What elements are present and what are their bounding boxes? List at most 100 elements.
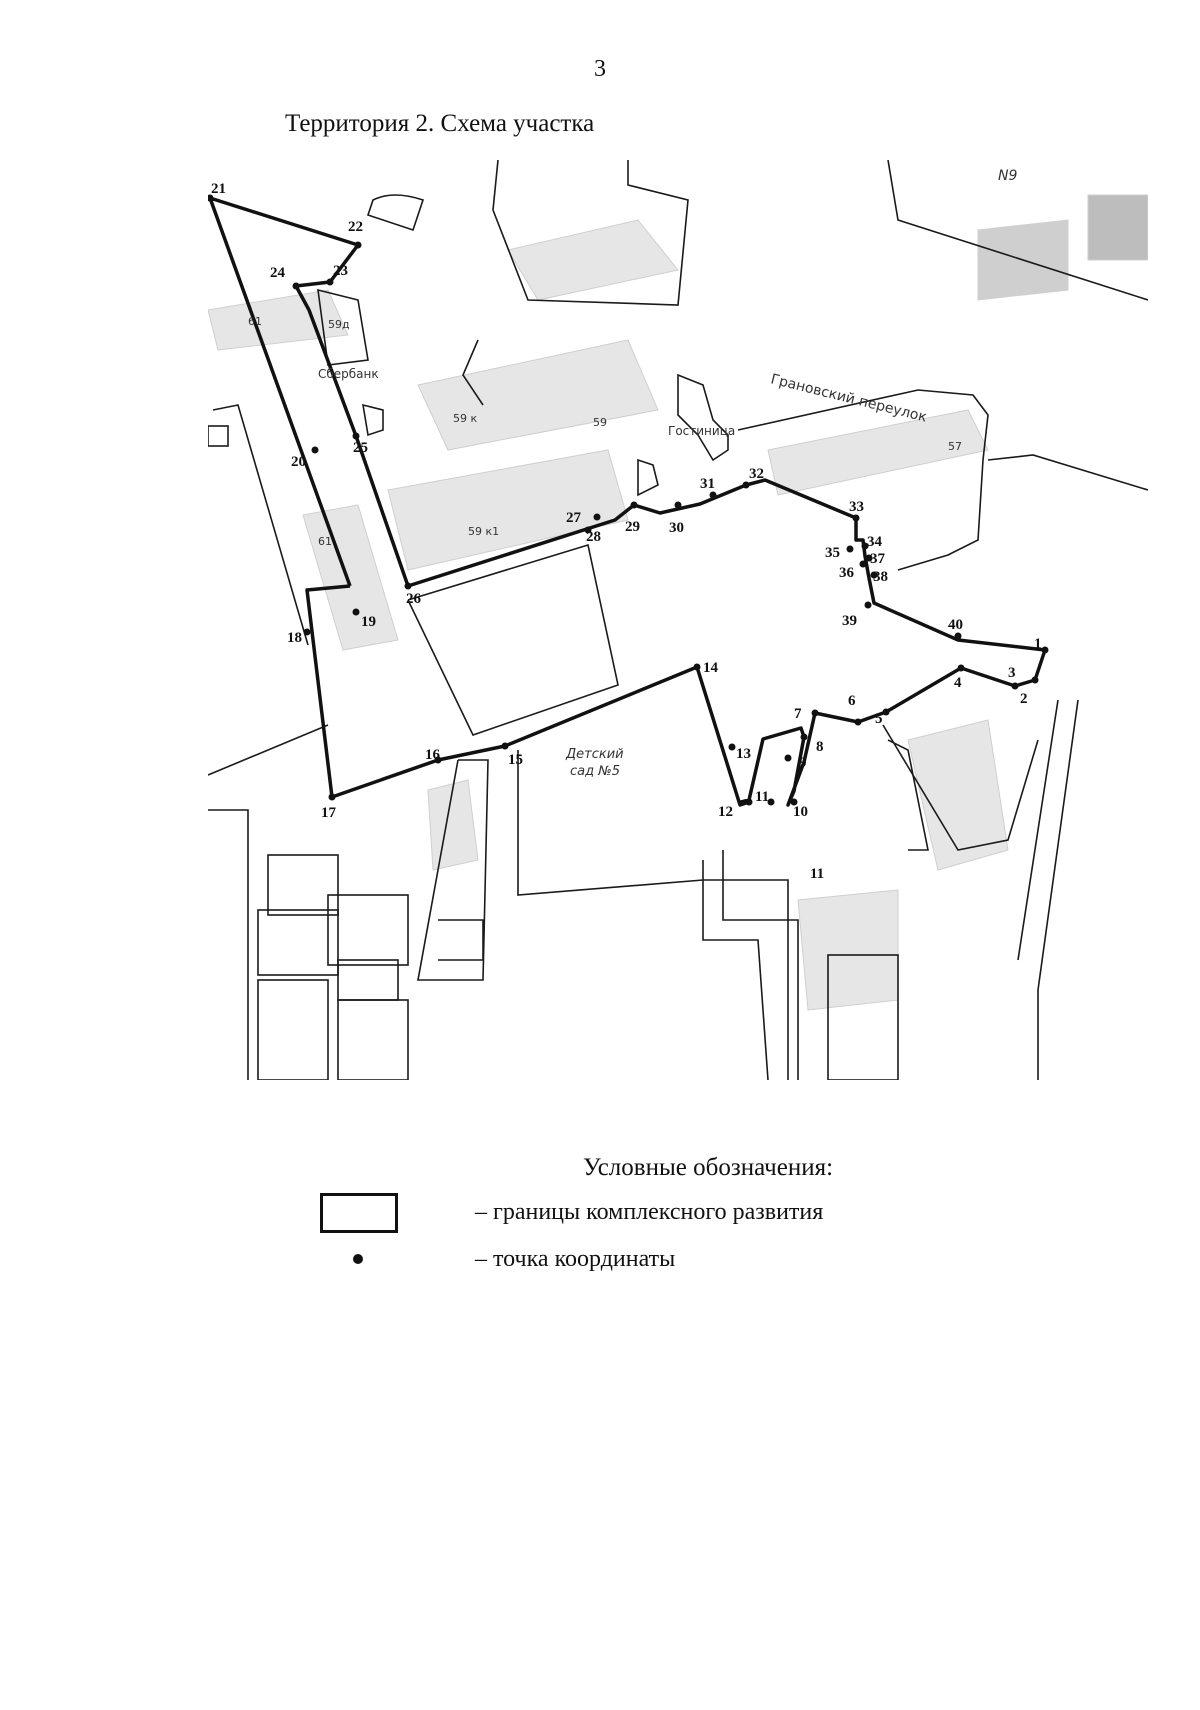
hotel-outline — [677, 373, 729, 462]
point-34 — [861, 542, 869, 550]
point-label-11: 11 — [755, 789, 769, 805]
point-label-24: 24 — [270, 265, 286, 281]
point-9 — [784, 754, 792, 762]
road-edge — [462, 339, 484, 406]
parcel-outline — [407, 543, 619, 736]
building — [417, 339, 659, 451]
building-outline — [887, 160, 1148, 301]
point-label-5: 5 — [875, 711, 883, 727]
site-map: 1 2 3 4 5 6 7 8 9 10 11 12 13 14 15 16 1… — [208, 160, 1148, 1080]
map-outlines — [208, 160, 1148, 1080]
point-32 — [742, 481, 750, 489]
building-outline — [257, 979, 329, 1080]
point-23 — [326, 278, 334, 286]
coordinate-points — [208, 194, 1049, 806]
legend-point-row: – точка координаты — [320, 1240, 970, 1284]
point-label-17: 17 — [321, 805, 337, 821]
parcel-outline — [517, 750, 704, 896]
point-label-28: 28 — [586, 529, 601, 545]
point-label-29: 29 — [625, 519, 640, 535]
point-2 — [1011, 682, 1019, 690]
point-label-33: 33 — [849, 499, 864, 515]
point-20 — [311, 446, 319, 454]
point-label-13: 13 — [736, 746, 751, 762]
point-label-38: 38 — [873, 569, 888, 585]
point-13 — [728, 743, 736, 751]
road-edge — [1037, 699, 1079, 1080]
point-24 — [292, 282, 300, 290]
point-29 — [630, 501, 638, 509]
building — [208, 289, 349, 351]
building-outline — [827, 954, 899, 1080]
legend-title: Условные обозначения: — [583, 1154, 834, 1181]
parcel-outline — [722, 850, 799, 1080]
point-26 — [404, 582, 412, 590]
point-label-40: 40 — [948, 617, 963, 633]
building-59k1-label: 59 к1 — [468, 525, 499, 538]
building-59k-label: 59 к — [453, 412, 477, 425]
point-label-15: 15 — [508, 752, 523, 768]
point-14 — [693, 663, 701, 671]
point-label-20: 20 — [291, 454, 306, 470]
building-outline — [267, 854, 339, 916]
boundary-line — [208, 196, 1047, 807]
point-4 — [957, 664, 965, 672]
point-labels: 1 2 3 4 5 6 7 8 9 10 11 12 13 14 15 16 1… — [211, 181, 1042, 821]
legend-boundary-symbol — [320, 1193, 398, 1233]
kindergarten-label-2: сад №5 — [570, 764, 620, 779]
point-label-25: 25 — [353, 440, 368, 456]
building-outline — [257, 909, 339, 976]
point-19 — [352, 608, 360, 616]
building — [797, 889, 899, 1011]
parcel-outline — [212, 404, 309, 646]
point-label-14: 14 — [703, 660, 719, 676]
point-label-16: 16 — [425, 747, 441, 763]
parcel-outline — [702, 880, 769, 1080]
building — [302, 504, 399, 651]
point-12 — [745, 798, 753, 806]
legend-boundary-row: – границы комплексного развития — [320, 1193, 970, 1237]
legend-point-symbol — [353, 1254, 363, 1264]
legend-point-text: – точка координаты — [475, 1246, 676, 1272]
building-outline — [337, 959, 399, 1001]
building — [387, 449, 629, 571]
point-1 — [1041, 646, 1049, 654]
territory-boundary — [208, 196, 1047, 807]
road-edge — [1017, 699, 1059, 961]
building — [427, 779, 479, 871]
building-57-label: 57 — [948, 440, 962, 453]
building-outline — [327, 894, 409, 966]
road-edge — [208, 724, 329, 776]
point-3 — [1031, 676, 1039, 684]
point-18 — [303, 628, 311, 636]
building-outline — [438, 919, 484, 961]
point-label-23: 23 — [333, 263, 348, 279]
point-label-34: 34 — [867, 534, 883, 550]
point-label-39: 39 — [842, 613, 857, 629]
point-5 — [882, 708, 890, 716]
point-label-10: 10 — [793, 804, 808, 820]
point-39 — [864, 601, 872, 609]
point-25 — [352, 432, 360, 440]
building-outline — [337, 999, 409, 1080]
parcel-outline — [737, 389, 989, 571]
point-label-8: 8 — [816, 739, 824, 755]
parcel-outline — [702, 860, 789, 1080]
point-label-4: 4 — [954, 675, 962, 691]
point-22 — [354, 241, 362, 249]
point-37 — [865, 554, 873, 562]
building — [767, 409, 989, 496]
point-38 — [870, 571, 878, 579]
point-label-31: 31 — [700, 476, 715, 492]
building-outline — [417, 759, 489, 981]
point-21 — [208, 194, 214, 202]
block-11-label: 11 — [810, 866, 824, 882]
point-label-26: 26 — [406, 591, 422, 607]
building — [507, 219, 679, 301]
road-edge — [208, 809, 249, 1080]
building — [907, 719, 1009, 871]
point-6 — [854, 718, 862, 726]
point-label-6: 6 — [848, 693, 856, 709]
point-label-18: 18 — [287, 630, 302, 646]
building-outline — [492, 160, 689, 306]
